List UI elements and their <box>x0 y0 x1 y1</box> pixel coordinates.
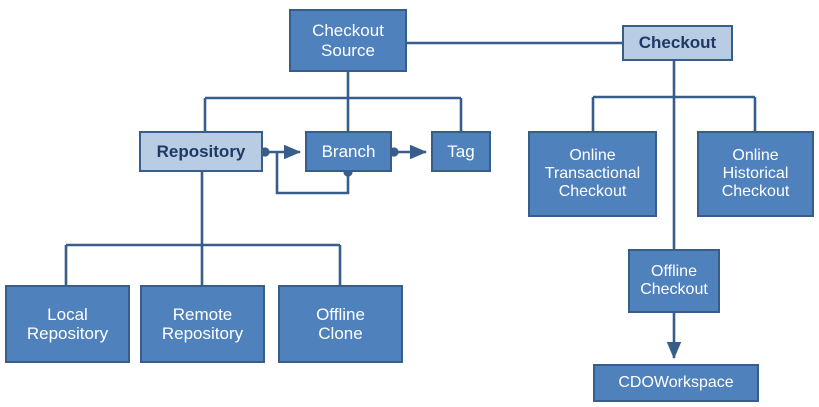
node-cdoworkspace[interactable]: CDOWorkspace <box>593 364 759 402</box>
node-offline-checkout[interactable]: Offline Checkout <box>628 249 720 313</box>
node-repository[interactable]: Repository <box>139 131 263 172</box>
node-online-historical-checkout[interactable]: Online Historical Checkout <box>697 131 814 217</box>
node-branch[interactable]: Branch <box>305 131 392 172</box>
node-offline-clone[interactable]: Offline Clone <box>278 285 403 363</box>
node-checkout-source[interactable]: Checkout Source <box>289 9 407 72</box>
node-remote-repository[interactable]: Remote Repository <box>140 285 265 363</box>
node-online-transactional-checkout[interactable]: Online Transactional Checkout <box>528 131 657 217</box>
node-tag[interactable]: Tag <box>431 131 491 172</box>
edge-branch-to-repository-loop <box>275 152 350 195</box>
node-checkout[interactable]: Checkout <box>622 25 733 61</box>
node-local-repository[interactable]: Local Repository <box>5 285 130 363</box>
